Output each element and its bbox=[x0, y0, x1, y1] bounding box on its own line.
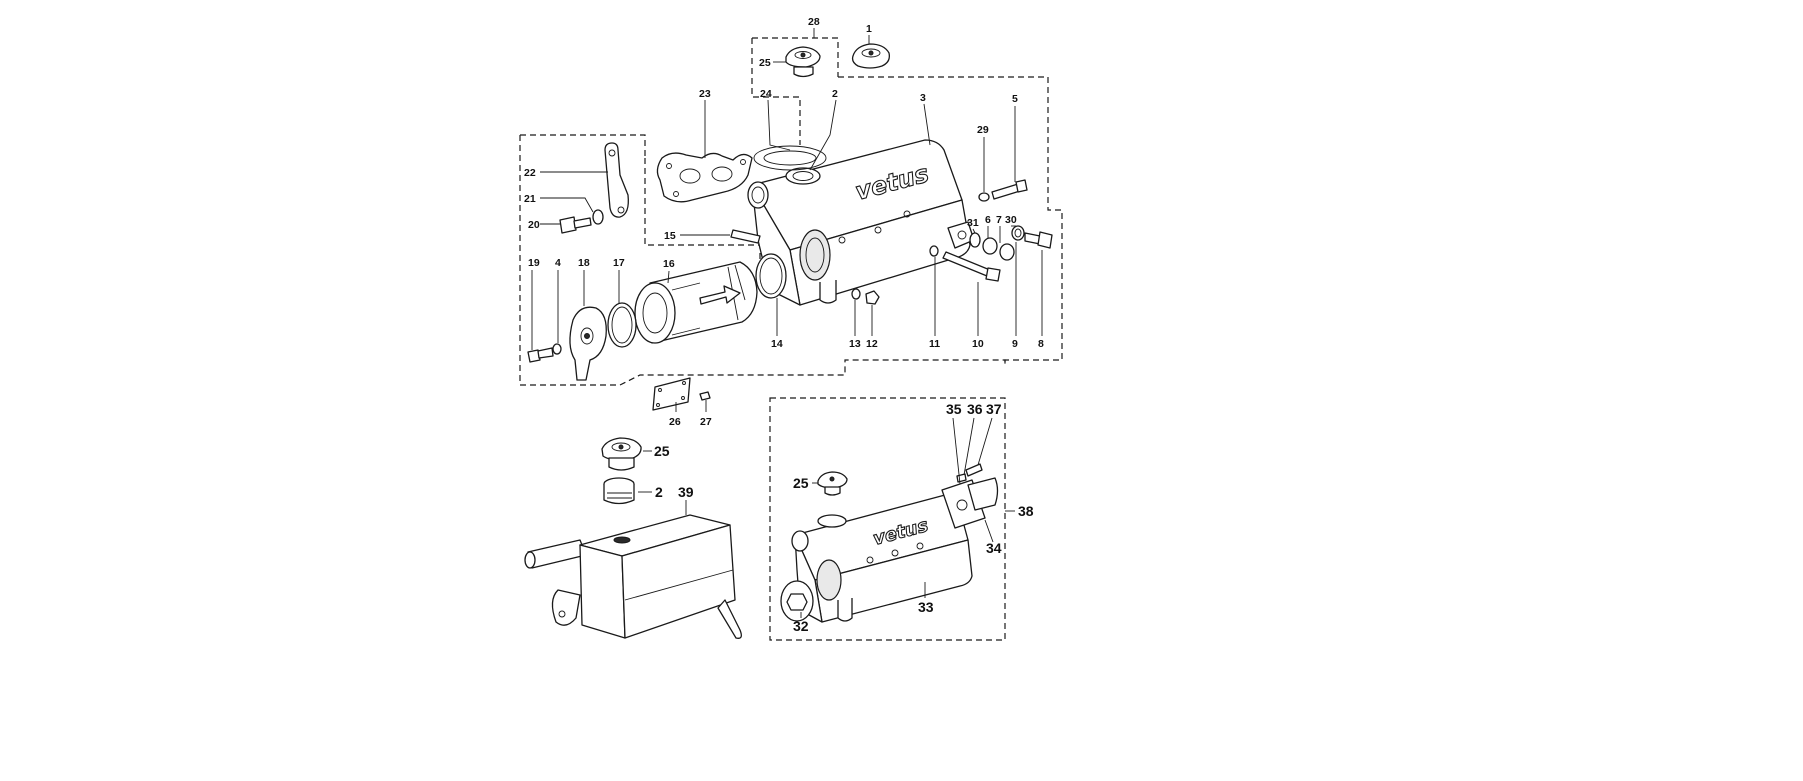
label-23: 23 bbox=[699, 88, 711, 100]
bolt-part-20 bbox=[559, 216, 592, 234]
ring-part-6 bbox=[982, 237, 998, 255]
label-22: 22 bbox=[524, 167, 536, 179]
label-18: 18 bbox=[578, 257, 590, 269]
label-2-top: 2 bbox=[832, 88, 838, 100]
label-6: 6 bbox=[985, 214, 991, 226]
label-29: 29 bbox=[977, 124, 989, 136]
bracket-part-22 bbox=[604, 142, 629, 218]
cover-plate-part-26 bbox=[652, 377, 691, 411]
washer-part-21 bbox=[592, 209, 604, 225]
boundary-cap-28 bbox=[751, 37, 839, 145]
label-31: 31 bbox=[967, 217, 979, 229]
label-7: 7 bbox=[996, 214, 1002, 226]
alt-cap-part-25 bbox=[817, 471, 848, 496]
bolt-part-10 bbox=[942, 251, 1001, 282]
label-14: 14 bbox=[771, 338, 783, 350]
label-28: 28 bbox=[808, 16, 820, 28]
pressure-cap-part-25 bbox=[785, 46, 821, 78]
stud-part-15 bbox=[730, 229, 761, 244]
filler-cap-part-1 bbox=[851, 43, 890, 69]
label-17: 17 bbox=[613, 257, 625, 269]
bolt-part-19 bbox=[527, 347, 554, 363]
washer-part-4 bbox=[552, 343, 562, 355]
pressure-cap-part-25-lower bbox=[601, 437, 642, 471]
screw-part-27 bbox=[699, 391, 711, 401]
label-21: 21 bbox=[524, 193, 536, 205]
label-15: 15 bbox=[664, 230, 676, 242]
bolt-part-5 bbox=[991, 179, 1028, 200]
nut-part-12 bbox=[865, 290, 880, 305]
alt-housing-part-33: vetus bbox=[791, 494, 973, 623]
label-34: 34 bbox=[986, 540, 1002, 556]
washer-part-30 bbox=[1011, 225, 1025, 241]
label-11: 11 bbox=[929, 338, 940, 350]
label-20: 20 bbox=[528, 219, 540, 231]
tube-stack-part-16 bbox=[634, 261, 758, 344]
label-26: 26 bbox=[669, 416, 681, 428]
label-13: 13 bbox=[849, 338, 861, 350]
label-36: 36 bbox=[967, 401, 983, 417]
label-10: 10 bbox=[972, 338, 984, 350]
label-1: 1 bbox=[866, 23, 872, 35]
label-25-lower: 25 bbox=[654, 443, 670, 459]
label-27: 27 bbox=[700, 416, 712, 428]
o-ring-part-17 bbox=[607, 302, 637, 348]
label-19: 19 bbox=[528, 257, 540, 269]
label-2-lower: 2 bbox=[655, 484, 663, 500]
label-8: 8 bbox=[1038, 338, 1044, 350]
sensor-part-8 bbox=[1024, 231, 1053, 249]
o-ring-part-14 bbox=[755, 253, 787, 299]
expansion-tank-part-39 bbox=[524, 514, 742, 639]
label-16: 16 bbox=[663, 258, 675, 270]
filler-neck-part-2 bbox=[753, 145, 827, 171]
alt-end-plate-part-34-35 bbox=[941, 477, 999, 529]
label-12: 12 bbox=[866, 338, 878, 350]
hardware-parts bbox=[559, 179, 1053, 305]
label-32: 32 bbox=[793, 618, 809, 634]
boundary-filter-group bbox=[519, 134, 1006, 386]
label-39: 39 bbox=[678, 484, 694, 500]
screw-part-37 bbox=[965, 463, 983, 477]
end-cover-part-18 bbox=[569, 306, 607, 381]
washer-part-11 bbox=[929, 245, 939, 257]
alt-plug-part-32 bbox=[780, 580, 814, 622]
washer-part-29 bbox=[978, 192, 990, 202]
part-number-labels: 28 1 25 23 24 2 3 5 29 22 21 20 15 6 7 3… bbox=[524, 16, 1044, 634]
label-4: 4 bbox=[555, 257, 561, 269]
label-38: 38 bbox=[1018, 503, 1034, 519]
boundary-gasket-23 bbox=[644, 158, 761, 265]
label-24: 24 bbox=[760, 88, 772, 100]
exhaust-gasket-part-23 bbox=[656, 152, 753, 203]
label-5: 5 bbox=[1012, 93, 1018, 105]
washer-part-36 bbox=[956, 473, 967, 483]
leader-lines bbox=[531, 28, 1043, 618]
washer-part-31 bbox=[969, 232, 981, 248]
label-30: 30 bbox=[1005, 214, 1017, 226]
label-25-top: 25 bbox=[759, 57, 771, 69]
label-35: 35 bbox=[946, 401, 962, 417]
label-37: 37 bbox=[986, 401, 1002, 417]
label-33: 33 bbox=[918, 599, 934, 615]
heat-exchanger-housing-part-3: vetus bbox=[747, 139, 975, 306]
group-boundaries bbox=[519, 37, 1063, 641]
label-9: 9 bbox=[1012, 338, 1018, 350]
label-25-alt: 25 bbox=[793, 475, 809, 491]
washer-part-13 bbox=[851, 288, 861, 300]
label-3: 3 bbox=[920, 92, 926, 104]
filler-neck-part-2-lower bbox=[603, 477, 635, 505]
plug-part-7 bbox=[999, 243, 1015, 261]
boundary-alt-assembly-38 bbox=[769, 397, 1006, 641]
